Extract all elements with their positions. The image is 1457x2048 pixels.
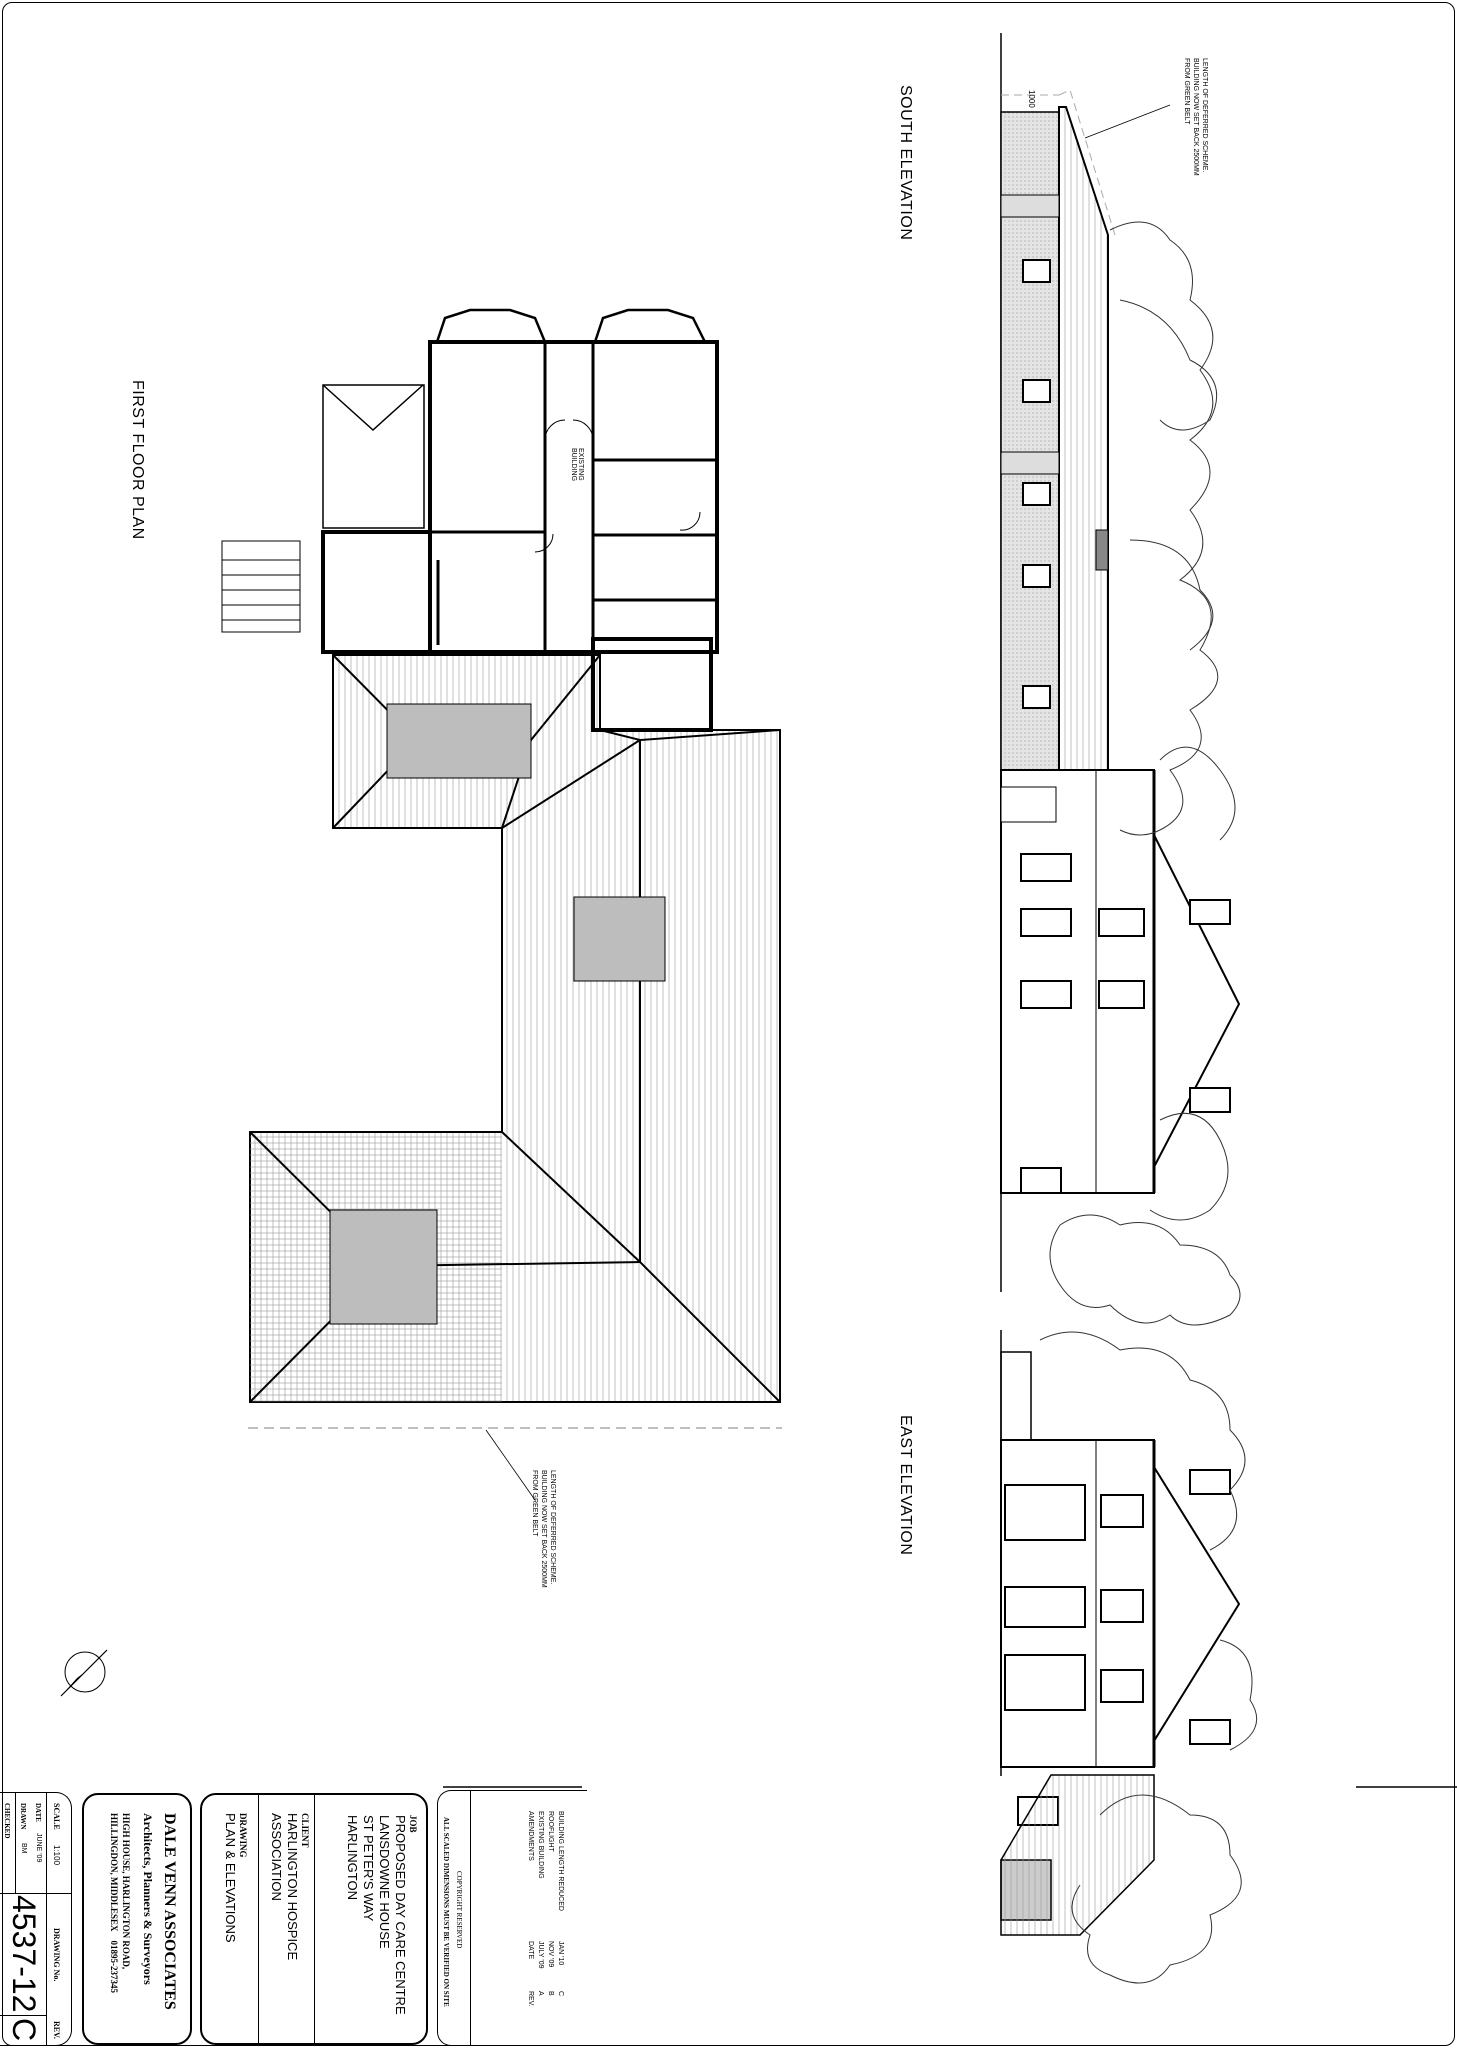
floor-plan [221,308,719,732]
revisions-table: BUILDING LENGTH REDUCED JAN '10C ROOFLIGH… [525,1811,565,2007]
revision-row: BUILDING LENGTH REDUCED JAN '10C [555,1811,565,2007]
drawn-field: DRAWN BM [19,1803,27,1854]
revision-row: EXISTING BUILDING JULY '09A [535,1811,545,2007]
client-line: ASSOCIATION [269,1813,284,1901]
company-tagline: Architects, Planners & Surveyors [141,1813,155,1985]
drawing-number-box: SCALE1:100 DATEJUNE '09 DRAWNBM CHECKED … [0,1792,72,2046]
drawn-value: BM [20,1843,27,1854]
first-floor-plan-title: FIRST FLOOR PLAN [129,380,146,540]
col-divider [46,1793,47,2045]
job-line: LANSDOWNE HOUSE [377,1815,392,1949]
date-label: DATE [34,1803,42,1822]
copyright-note: COPYRIGHT RESERVED [455,1871,463,1949]
roof-plan [248,654,782,1501]
rev-letter: A [537,1991,544,1996]
revision-row: ROOFLIGHT NOV '09B [545,1811,555,2007]
company-info: DALE VENN ASSOCIATES Architects, Planner… [108,1813,180,2010]
date-field: DATE JUNE '09 [34,1803,42,1862]
company-box: DALE VENN ASSOCIATES Architects, Planner… [82,1793,192,2045]
row-divider [0,1893,71,1894]
note-line: LENGTH OF DEFERRED SCHEME. [549,1470,556,1585]
south-setback-note: LENGTH OF DEFERRED SCHEME. BUILDING NOW … [1182,58,1209,176]
trees [1039,221,1258,1984]
rev-date: JAN '10 [557,1941,564,1966]
rev-date: NOV '09 [547,1941,554,1968]
south-elevation-title: SOUTH ELEVATION [897,85,914,241]
company-name: DALE VENN ASSOCIATES [161,1813,178,2010]
verify-note: ALL SCALED DIMENSIONS MUST BE VERIFIED O… [442,1817,450,2007]
dimension-label: 1000 [1027,90,1036,108]
job-line: PROPOSED DAY CARE CENTRE [393,1815,408,2015]
rev-header-desc: AMENDMENTS [527,1811,534,1861]
east-elevation [1000,1351,1241,1936]
drawn-label: DRAWN [19,1803,27,1830]
north-arrow-icon [60,1649,108,1697]
rev-desc: EXISTING BUILDING [537,1811,544,1879]
scale-field: SCALE 1:100 [52,1803,61,1865]
drawing-revision: C [6,2018,42,2042]
rooflight [329,1209,438,1325]
revision-header: AMENDMENTS DATE REV. [525,1811,535,2007]
rooflight [573,896,666,982]
revisions-divider [470,1791,471,2045]
plan-setback-note: LENGTH OF DEFERRED SCHEME. BUILDING NOW … [530,1470,557,1588]
checked-label: CHECKED [3,1803,11,1839]
rev-date: JULY '09 [537,1941,544,1969]
rev-desc: BUILDING LENGTH REDUCED [557,1811,564,1911]
drawing-label: DRAWING [238,1813,248,1858]
client-label: CLIENT [300,1813,310,1848]
drawing-title: PLAN & ELEVATIONS [223,1813,238,1943]
job-section: JOB PROPOSED DAY CARE CENTRE LANSDOWNE H… [344,1815,418,2015]
drawing-no-label: DRAWING No. [52,1928,61,1982]
rev-letter: B [547,1991,554,1996]
job-line: ST PETER'S WAY [361,1815,376,1922]
note-line: FROM GREEN BELT [1183,58,1190,125]
rev-header-date: DATE [527,1941,534,1960]
drawing-number: 4537-12 [6,1895,42,2013]
note-line: BUILDING NOW SET BACK 2500MM [540,1470,547,1588]
note-line: FROM GREEN BELT [531,1470,538,1537]
rev-label: REV. [52,2021,61,2039]
company-address-1: HIGH HOUSE, HARLINGTON ROAD, [121,1813,131,1970]
rev-header-rev: REV. [527,1991,534,2007]
scale-value: 1:100 [52,1845,61,1866]
job-label: JOB [408,1815,418,1833]
drawing-section: DRAWING PLAN & ELEVATIONS [222,1813,248,1943]
annotation-leader [485,1429,536,1501]
job-divider [314,1795,315,2043]
info-divider [15,1793,47,1893]
client-divider [258,1795,259,2043]
job-lines: PROPOSED DAY CARE CENTRE LANSDOWNE HOUSE… [344,1815,408,2015]
rev-desc: ROOFLIGHT [547,1811,554,1852]
rev-divider [0,2015,46,2016]
client-lines: HARLINGTON HOSPICE ASSOCIATION [268,1813,300,1960]
south-elevation [1000,89,1241,1194]
note-line: BUILDING NOW SET BACK 2500MM [1192,58,1199,176]
east-elevation-title: EAST ELEVATION [897,1415,914,1556]
scale-label: SCALE [52,1803,61,1830]
revisions-box: BUILDING LENGTH REDUCED JAN '10C ROOFLIGH… [437,1790,587,2046]
job-box: JOB PROPOSED DAY CARE CENTRE LANSDOWNE H… [200,1793,428,2045]
rooflight [386,703,532,779]
client-section: CLIENT HARLINGTON HOSPICE ASSOCIATION [268,1813,310,1960]
rev-letter: C [557,1991,564,1997]
note-line: LENGTH OF DEFERRED SCHEME. [1201,58,1208,173]
client-line: HARLINGTON HOSPICE [285,1813,300,1961]
existing-building-label: EXISTING BUILDING [570,448,584,482]
date-value: JUNE '09 [35,1833,42,1863]
company-address-2: HILLINGDON, MIDDLESEX 01895-237345 [109,1813,119,1994]
job-line: HARLINGTON [345,1815,360,1900]
external-stair [221,540,301,633]
